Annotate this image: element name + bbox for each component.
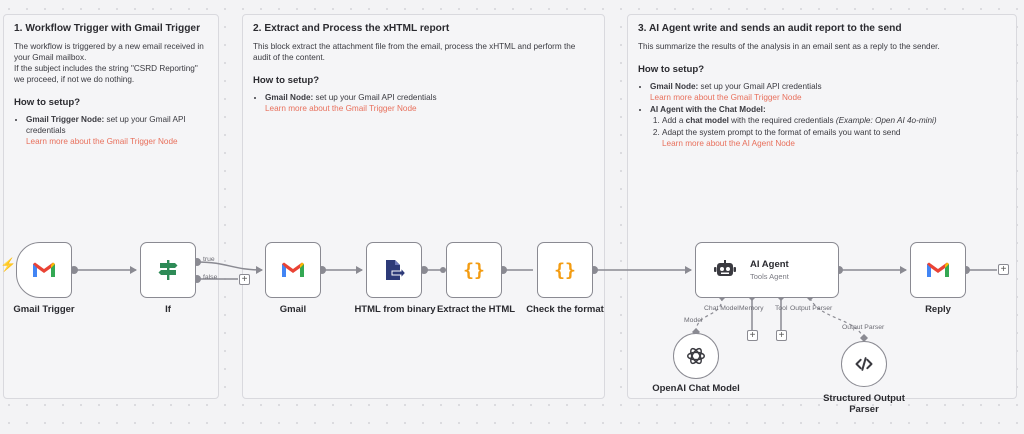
bullet-bold: AI Agent with the Chat Model: [650,105,766,114]
note-text: This summarize the results of the analys… [638,42,940,51]
connection-wire-dashed[interactable] [695,297,723,333]
docs-link[interactable]: Learn more about the Gmail Trigger Node [650,93,802,102]
node-openai-chat-model[interactable] [673,333,719,379]
input-port[interactable] [440,267,446,273]
arrowhead [256,266,263,274]
step-text: Add a [662,116,686,125]
node-extract-the-html[interactable]: {} [446,242,502,298]
note-text: If the subject includes the string "CSRD… [14,64,198,84]
bullet-bold: Gmail Trigger Node: [26,115,105,124]
note-step: Add a chat model with the required crede… [662,115,1006,126]
code-braces-icon: {} [554,260,576,281]
node-label: Check the format [526,304,604,315]
note-bullet: Gmail Trigger Node: set up your Gmail AP… [26,114,208,147]
signpost-icon [158,260,178,280]
gmail-icon [927,262,949,277]
connection-wire-dashed[interactable] [809,297,865,341]
docs-link[interactable]: Learn more about the Gmail Trigger Node [26,137,178,146]
output-port[interactable] [420,266,428,274]
sticky-note-trigger[interactable]: 1. Workflow Trigger with Gmail Trigger T… [3,14,219,399]
bullet-text: set up your Gmail API credentials [698,82,822,91]
gmail-icon [282,262,304,277]
node-title: AI Agent [750,259,789,270]
node-html-from-binary[interactable] [366,242,422,298]
port-label-output-parser-in: Output Parser [842,324,885,331]
robot-icon [714,260,736,276]
note-title: 1. Workflow Trigger with Gmail Trigger [14,23,201,34]
note-step: Adapt the system prompt to the format of… [662,127,1006,149]
note-text: This block extract the attachment file f… [253,42,576,62]
code-icon [855,357,873,371]
docs-link[interactable]: Learn more about the Gmail Trigger Node [265,104,417,113]
port-label-tool: Tool [775,305,788,312]
output-port[interactable] [70,266,78,274]
note-bullet: Gmail Node: set up your Gmail API creden… [650,81,1006,103]
svg-text:{}: {} [463,260,485,281]
port-label-chat-model: Chat Model [704,305,739,312]
file-export-icon [386,260,406,280]
node-label: HTML from binary [354,304,436,315]
node-label: Gmail Trigger [13,304,75,315]
note-title: 3. AI Agent write and sends an audit rep… [638,23,902,34]
arrowhead [900,266,907,274]
note-bullet: Gmail Node: set up your Gmail API creden… [265,92,594,114]
step-text: Adapt the system prompt to the format of… [662,128,901,137]
arrowhead [685,266,692,274]
port-label-memory: Memory [739,305,764,312]
node-label: Extract the HTML [436,304,516,315]
sticky-note-extract[interactable]: 2. Extract and Process the xHTML report … [242,14,605,399]
step-bold: chat model [685,116,729,125]
node-label: Reply [925,304,951,315]
port-label-false: false [203,274,218,281]
openai-icon [687,347,705,365]
bullet-bold: Gmail Node: [650,82,699,91]
port-label-true: true [203,256,215,263]
code-braces-icon: {} [463,260,485,281]
node-label: If [165,304,171,315]
step-italic: (Example: Open AI 4o-mini) [835,116,937,125]
add-node-button[interactable]: + [239,274,250,285]
trigger-bolt-icon: ⚡ [0,257,17,272]
bullet-bold: Gmail Node: [265,93,314,102]
node-label: Gmail [279,304,307,315]
note-bullet: AI Agent with the Chat Model: Add a chat… [650,104,1006,149]
node-subtitle: Tools Agent [750,272,789,281]
arrowhead [356,266,363,274]
port-label-model: Model [684,317,703,324]
node-ai-agent[interactable]: AI Agent Tools Agent [695,242,839,298]
gmail-icon [33,262,55,277]
note-subtitle: How to setup? [253,75,320,86]
note-title: 2. Extract and Process the xHTML report [253,23,450,34]
node-if[interactable] [140,242,196,298]
bullet-text: set up your Gmail API credentials [313,93,437,102]
connection-wire[interactable] [196,261,263,271]
add-tool-button[interactable]: + [776,330,787,341]
bullet-text: set up your Gmail API credentials [26,115,186,135]
add-node-button[interactable]: + [998,264,1009,275]
node-check-the-format[interactable]: {} [537,242,593,298]
note-text: The workflow is triggered by a new email… [14,42,204,62]
parser-output-port[interactable] [860,334,868,342]
node-gmail-trigger[interactable] [16,242,72,298]
add-memory-button[interactable]: + [747,330,758,341]
step-text: with the required credentials [728,116,836,125]
sticky-note-agent[interactable]: 3. AI Agent write and sends an audit rep… [627,14,1017,399]
node-gmail[interactable] [265,242,321,298]
docs-link[interactable]: Learn more about the AI Agent Node [662,139,795,148]
port-label-output-parser: Output Parser [790,305,833,312]
arrowhead [130,266,137,274]
node-label: OpenAI Chat Model [652,383,740,394]
node-structured-output-parser[interactable] [841,341,887,387]
note-subtitle: How to setup? [638,64,705,75]
node-reply[interactable] [910,242,966,298]
node-label: Structured Output Parser [823,393,905,415]
svg-text:{}: {} [554,260,576,281]
note-subtitle: How to setup? [14,97,81,108]
